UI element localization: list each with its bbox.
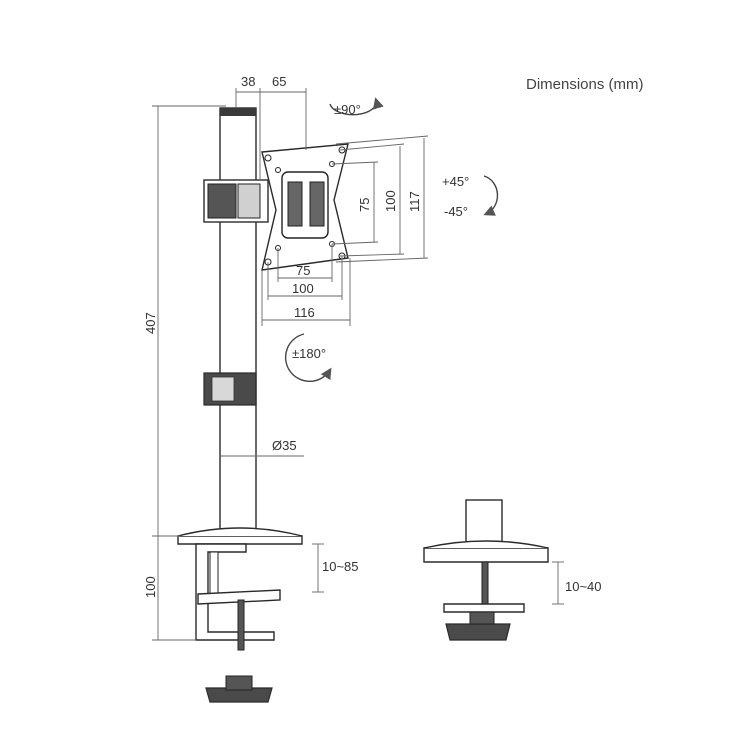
dim-65-label: 65 — [272, 74, 286, 89]
dim-clamp-range-label: 10~85 — [322, 559, 359, 574]
main-mount — [177, 107, 349, 703]
clamp-screw — [237, 599, 245, 651]
dim-vesa-h100-label: 100 — [292, 281, 314, 296]
dim-38-label: 38 — [241, 74, 255, 89]
c-clamp — [195, 543, 281, 703]
dim-top-offsets: 38 65 — [235, 74, 307, 180]
dim-407-label: 407 — [143, 312, 158, 334]
rotate-arrow-icon — [329, 97, 384, 116]
vesa-plate — [261, 143, 349, 271]
rotation-90-indicator: ±90° — [329, 97, 384, 117]
dim-vesa-v75-label: 75 — [357, 198, 372, 212]
swivel-180-indicator: ±180° — [284, 333, 332, 383]
tilt-arrow-icon — [483, 175, 499, 216]
dim-grommet-range-label: 10~40 — [565, 579, 602, 594]
pole — [219, 107, 257, 531]
grommet-detail — [423, 499, 549, 641]
dim-clamp-range: 10~85 — [312, 543, 359, 593]
dim-height: 407 100 — [143, 105, 226, 641]
dim-plate-v117-label: 117 — [407, 191, 422, 212]
dim-plate-h116-label: 116 — [294, 305, 315, 320]
dim-diameter-label: Ø35 — [272, 438, 297, 453]
dim-100-clamp-label: 100 — [143, 576, 158, 598]
dim-vesa-h75-label: 75 — [296, 263, 310, 278]
tilt-up-label: +45° — [442, 174, 469, 189]
swivel-arrow-icon — [284, 333, 332, 383]
dim-grommet-range: 10~40 — [552, 561, 602, 605]
pole-cap — [220, 108, 256, 116]
dim-vesa-vertical: 75 100 117 — [331, 135, 429, 263]
dim-vesa-horizontal: 75 100 116 — [261, 244, 351, 326]
tilt-45-indicator: +45° -45° — [442, 174, 499, 219]
rotation-90-label: ±90° — [334, 102, 361, 117]
dimensions-title: Dimensions (mm) — [526, 76, 644, 93]
dim-diameter: Ø35 — [220, 438, 304, 457]
dim-vesa-v100-label: 100 — [383, 190, 398, 212]
swivel-180-label: ±180° — [292, 346, 326, 361]
tilt-down-label: -45° — [444, 204, 468, 219]
arm-bracket — [203, 179, 269, 223]
